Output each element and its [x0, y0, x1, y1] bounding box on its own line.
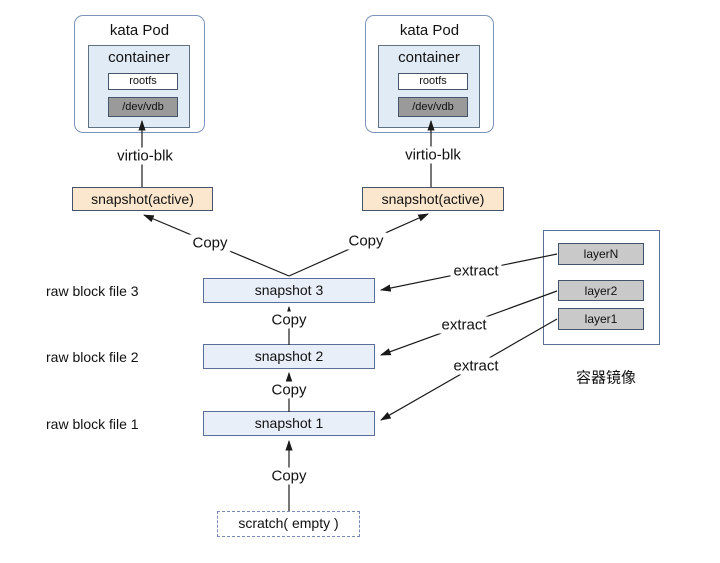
snapshot-2-box: snapshot 2	[203, 344, 375, 369]
dev-vdb-box-right: /dev/vdb	[398, 97, 468, 117]
container-label: container	[398, 49, 460, 66]
dev-vdb-box-left: /dev/vdb	[108, 97, 178, 117]
extract-label-layerN: extract	[450, 262, 502, 280]
snapshot-3-box: snapshot 3	[203, 278, 375, 303]
virtio-blk-label-left: virtio-blk	[114, 147, 176, 165]
kata-pod-title: kata Pod	[399, 22, 460, 39]
rootfs-box-left: rootfs	[108, 73, 178, 90]
scratch-box: scratch( empty )	[217, 511, 360, 537]
snapshot-active-right: snapshot(active)	[362, 187, 504, 211]
layer-1-box: layer1	[558, 308, 644, 330]
copy-label-scratch: Copy	[268, 467, 310, 485]
container-image-caption: 容器镜像	[575, 369, 637, 387]
extract-label-layer2: extract	[438, 316, 490, 334]
copy-label-snap2: Copy	[268, 381, 310, 399]
kata-pod-title: kata Pod	[109, 22, 170, 39]
raw-block-file-1-label: raw block file 1	[46, 416, 139, 432]
copy-label-diag-right: Copy	[345, 232, 387, 250]
snapshot-active-left: snapshot(active)	[72, 187, 213, 211]
container-label: container	[108, 49, 170, 66]
snapshot-1-box: snapshot 1	[203, 411, 375, 436]
copy-label-snap3: Copy	[268, 311, 310, 329]
extract-label-layer1: extract	[450, 357, 502, 375]
copy-label-diag-left: Copy	[189, 234, 231, 252]
layer-2-box: layer2	[558, 280, 644, 301]
rootfs-box-right: rootfs	[398, 73, 468, 90]
virtio-blk-label-right: virtio-blk	[402, 146, 464, 164]
raw-block-file-3-label: raw block file 3	[46, 283, 139, 299]
layer-n-box: layerN	[558, 243, 644, 265]
raw-block-file-2-label: raw block file 2	[46, 349, 139, 365]
